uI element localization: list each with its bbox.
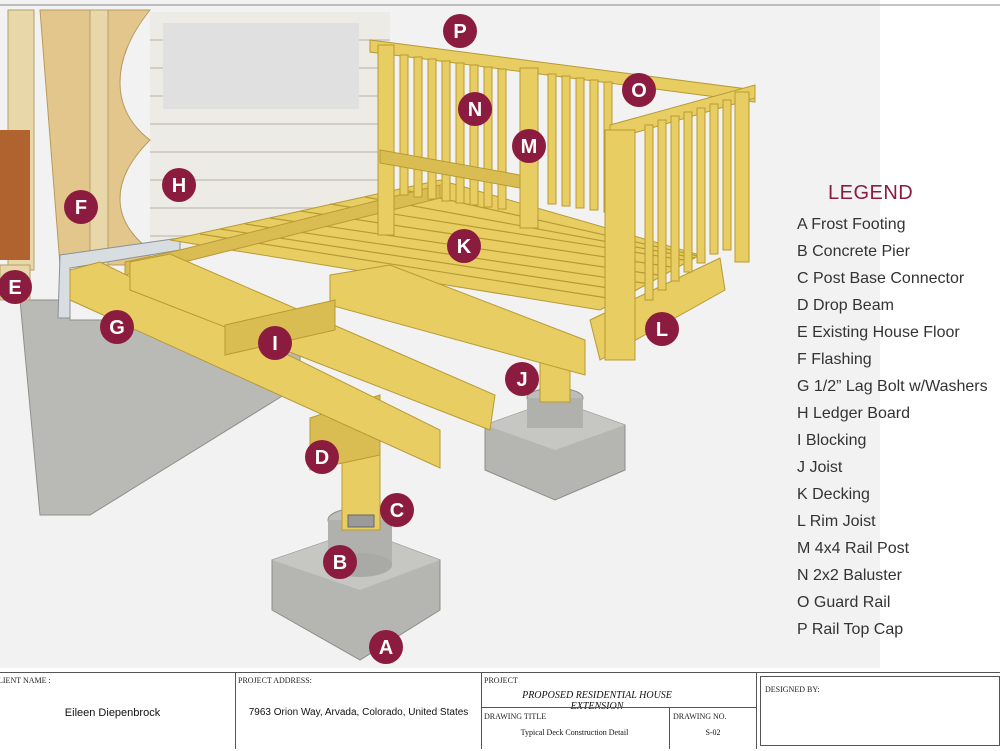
- svg-text:C: C: [390, 500, 404, 522]
- callout-b: B: [323, 545, 357, 579]
- legend: LEGEND A Frost Footing B Concrete Pier C…: [797, 182, 997, 643]
- deck-construction-drawing: A B C D E F G H I J K L M N O P: [0, 0, 1000, 668]
- callout-a: A: [369, 630, 403, 664]
- svg-text:D: D: [315, 447, 329, 469]
- legend-item-o: O Guard Rail: [797, 594, 891, 611]
- callout-e: E: [0, 270, 32, 304]
- svg-text:E: E: [8, 277, 21, 299]
- svg-text:F: F: [75, 197, 87, 219]
- joist-right: [329, 264, 586, 376]
- svg-text:B: B: [333, 552, 347, 574]
- drawing-no: S-02: [705, 728, 721, 737]
- callout-i: I: [258, 326, 292, 360]
- callout-h: H: [162, 168, 196, 202]
- guard-rail-side: [604, 84, 756, 361]
- client-name: Eileen Diepenbrock: [64, 707, 161, 719]
- project-address: 7963 Orion Way, Arvada, Colorado, United…: [248, 707, 469, 718]
- callout-g: G: [100, 310, 134, 344]
- drawing-no-divider: [669, 707, 670, 749]
- legend-item-p: P Rail Top Cap: [797, 621, 904, 638]
- project-divider: [482, 707, 756, 708]
- legend-item-a: A Frost Footing: [797, 216, 906, 233]
- legend-item-i: I Blocking: [797, 432, 867, 449]
- callout-c: C: [380, 493, 414, 527]
- callout-d: D: [305, 440, 339, 474]
- legend-item-d: D Drop Beam: [797, 297, 894, 314]
- address-label: PROJECT ADDRESS:: [238, 676, 312, 685]
- legend-item-e: E Existing House Floor: [797, 324, 960, 341]
- post-base-connector: [347, 514, 375, 528]
- svg-text:I: I: [272, 333, 278, 355]
- callout-l: L: [645, 312, 679, 346]
- svg-text:H: H: [172, 175, 186, 197]
- drawing-title: Typical Deck Construction Detail: [520, 728, 629, 737]
- callout-f: F: [64, 190, 98, 224]
- blurred-label: [163, 23, 359, 109]
- joist-left: [69, 261, 441, 469]
- designed-by-label: DESIGNED BY:: [765, 685, 820, 694]
- legend-item-k: K Decking: [797, 486, 870, 503]
- svg-text:N: N: [468, 99, 482, 121]
- drawing-no-label: DRAWING NO.: [673, 712, 727, 721]
- project-cell: PROJECT PROPOSED RESIDENTIAL HOUSE EXTEN…: [482, 673, 757, 749]
- callout-o: O: [622, 73, 656, 107]
- legend-item-f: F Flashing: [797, 351, 872, 368]
- guard-rail-back: [369, 39, 756, 236]
- legend-item-h: H Ledger Board: [797, 405, 910, 422]
- legend-item-n: N 2x2 Baluster: [797, 567, 902, 584]
- drawing-title-label: DRAWING TITLE: [484, 712, 547, 721]
- callout-p: P: [443, 14, 477, 48]
- designer-cell: DESIGNED BY:: [760, 676, 1000, 746]
- svg-text:G: G: [109, 317, 125, 339]
- legend-item-m: M 4x4 Rail Post: [797, 540, 910, 557]
- client-cell: LIENT NAME : Eileen Diepenbrock: [0, 673, 236, 749]
- project-name: PROPOSED RESIDENTIAL HOUSE EXTENSION: [522, 690, 672, 712]
- legend-item-g: G 1/2” Lag Bolt w/Washers: [797, 378, 988, 395]
- svg-text:J: J: [516, 369, 527, 391]
- frost-footing-back: [484, 387, 626, 501]
- address-cell: PROJECT ADDRESS: 7963 Orion Way, Arvada,…: [236, 673, 482, 749]
- svg-text:L: L: [656, 319, 668, 341]
- legend-item-c: C Post Base Connector: [797, 270, 965, 287]
- legend-title: LEGEND: [828, 182, 914, 204]
- callout-m: M: [512, 129, 546, 163]
- project-label: PROJECT: [484, 676, 518, 685]
- svg-text:P: P: [453, 21, 466, 43]
- joist-middle: [129, 253, 496, 431]
- legend-item-j: J Joist: [797, 459, 843, 476]
- title-block: LIENT NAME : Eileen Diepenbrock PROJECT …: [0, 672, 1000, 751]
- legend-item-l: L Rim Joist: [797, 513, 876, 530]
- svg-text:K: K: [457, 236, 472, 258]
- svg-text:M: M: [521, 136, 538, 158]
- svg-text:A: A: [379, 637, 393, 659]
- svg-text:O: O: [631, 80, 647, 102]
- callout-j: J: [505, 362, 539, 396]
- legend-item-b: B Concrete Pier: [797, 243, 910, 260]
- callout-n: N: [458, 92, 492, 126]
- callout-k: K: [447, 229, 481, 263]
- client-label: LIENT NAME :: [0, 676, 51, 685]
